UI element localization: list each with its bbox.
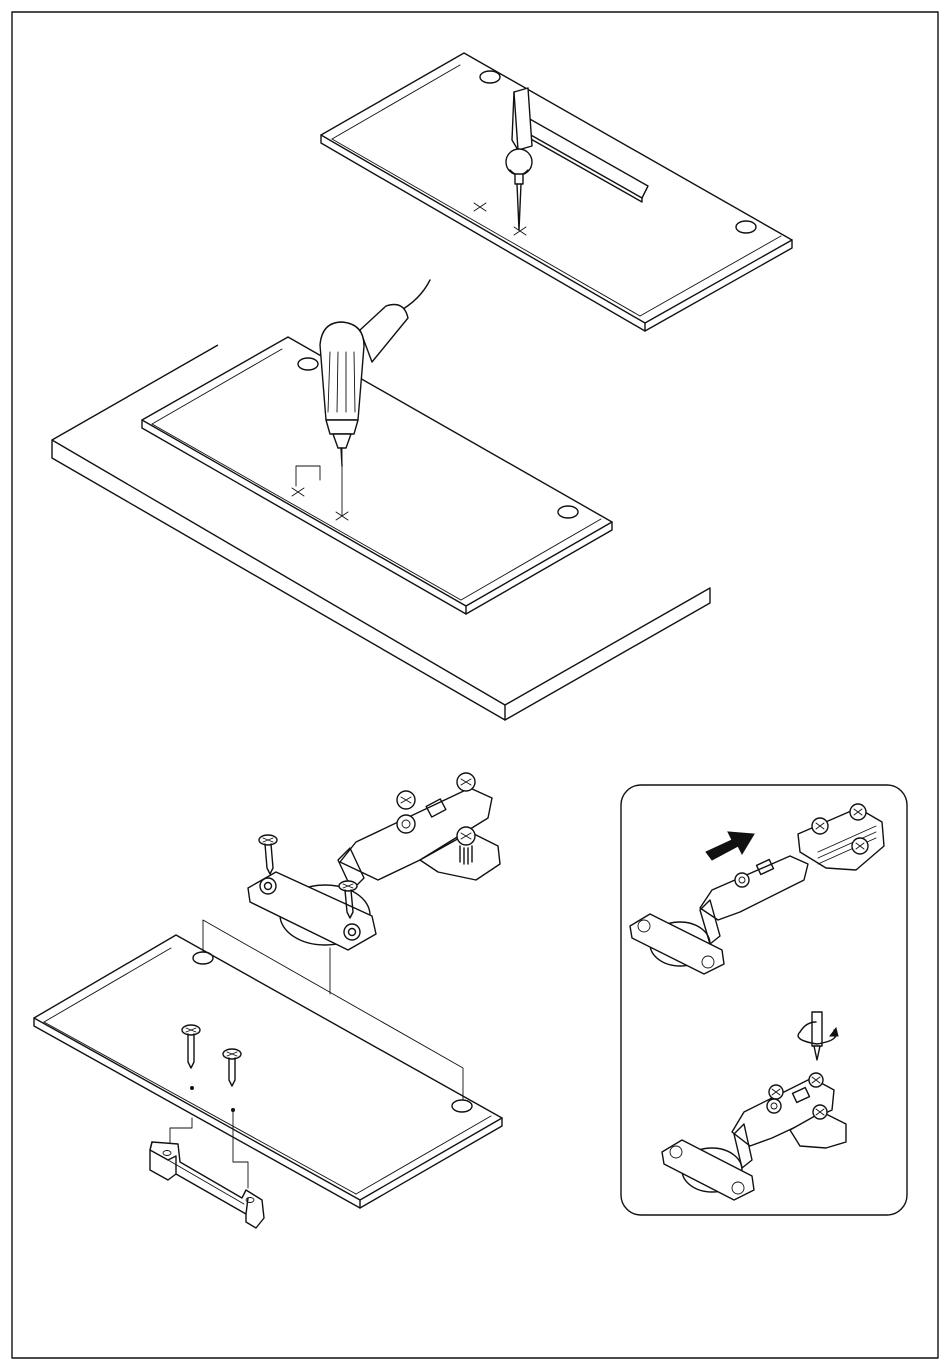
detail-inset — [621, 785, 907, 1215]
arrow-icon — [706, 832, 754, 860]
hinge-icon — [630, 856, 808, 974]
hinge-icon — [248, 773, 500, 950]
mounting-plate — [798, 804, 884, 870]
door-panel-mount — [34, 935, 502, 1208]
hinge-icon — [662, 1073, 846, 1200]
handle-icon — [150, 1142, 264, 1228]
step-drill-holes — [52, 280, 710, 720]
step-mount-hinge-and-handle — [34, 773, 502, 1228]
slide-hinge-onto-plate — [630, 804, 884, 974]
step-mark-holes — [321, 53, 792, 331]
screw-icon — [259, 835, 277, 874]
tighten-screw — [662, 1012, 846, 1200]
screwdriver-icon — [812, 1012, 822, 1060]
door-panel-top — [321, 53, 792, 331]
